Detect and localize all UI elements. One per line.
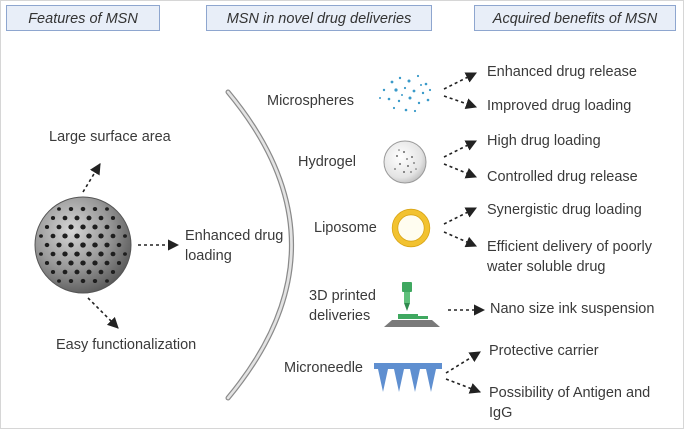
feature-loading-line2: loading [185,248,232,264]
arrow-to-enhanced-release [443,72,478,90]
delivery-microspheres: Microspheres [267,93,355,109]
hydrogel-icon [383,140,427,184]
curved-divider [225,89,294,401]
microspheres-icon [379,74,432,113]
feature-functionalization: Easy functionalization [56,337,197,353]
delivery-3d-printed-line2: deliveries [309,308,371,324]
delivery-liposome: Liposome [314,220,377,236]
benefit-controlled-release: Controlled drug release [487,169,638,185]
arrow-to-controlled-release [443,163,478,179]
benefit-antigen-line2: IgG [489,405,513,421]
benefit-nano-ink: Nano size ink suspension [490,301,655,317]
arrow-to-synergistic-loading [443,207,478,225]
arrow-to-improved-loading [443,95,478,110]
delivery-3d-printed-line1: 3D printed [309,288,376,304]
feature-surface-area: Large surface area [49,129,171,145]
header-benefits: Acquired benefits of MSN [474,5,676,31]
feature-loading-line1: Enhanced drug [185,228,284,244]
delivery-microneedle: Microneedle [284,360,363,376]
3d-printer-icon [384,282,440,327]
arrow-to-protective-carrier [445,351,481,374]
arrow-to-functionalization [87,297,119,329]
benefit-efficient-line2: water soluble drug [487,259,606,275]
liposome-icon [391,208,431,248]
arrow-to-antigen [445,378,482,394]
benefit-antigen-line1: Possibility of Antigen and [489,385,651,401]
msn-sphere-icon [34,196,132,294]
arrow-to-efficient-delivery [443,231,478,248]
benefit-enhanced-release: Enhanced drug release [487,64,637,80]
header-deliveries: MSN in novel drug deliveries [206,5,432,31]
benefit-efficient-line1: Efficient delivery of poorly [487,239,652,255]
microneedle-icon [374,363,442,392]
arrow-to-high-loading [443,140,478,158]
benefit-improved-loading: Improved drug loading [487,98,632,114]
benefit-synergistic-loading: Synergistic drug loading [487,202,642,218]
benefit-high-loading: High drug loading [487,133,601,149]
benefit-protective-carrier: Protective carrier [489,343,599,359]
delivery-hydrogel: Hydrogel [298,154,357,170]
arrow-to-surface-area [82,163,101,193]
header-features: Features of MSN [6,5,160,31]
